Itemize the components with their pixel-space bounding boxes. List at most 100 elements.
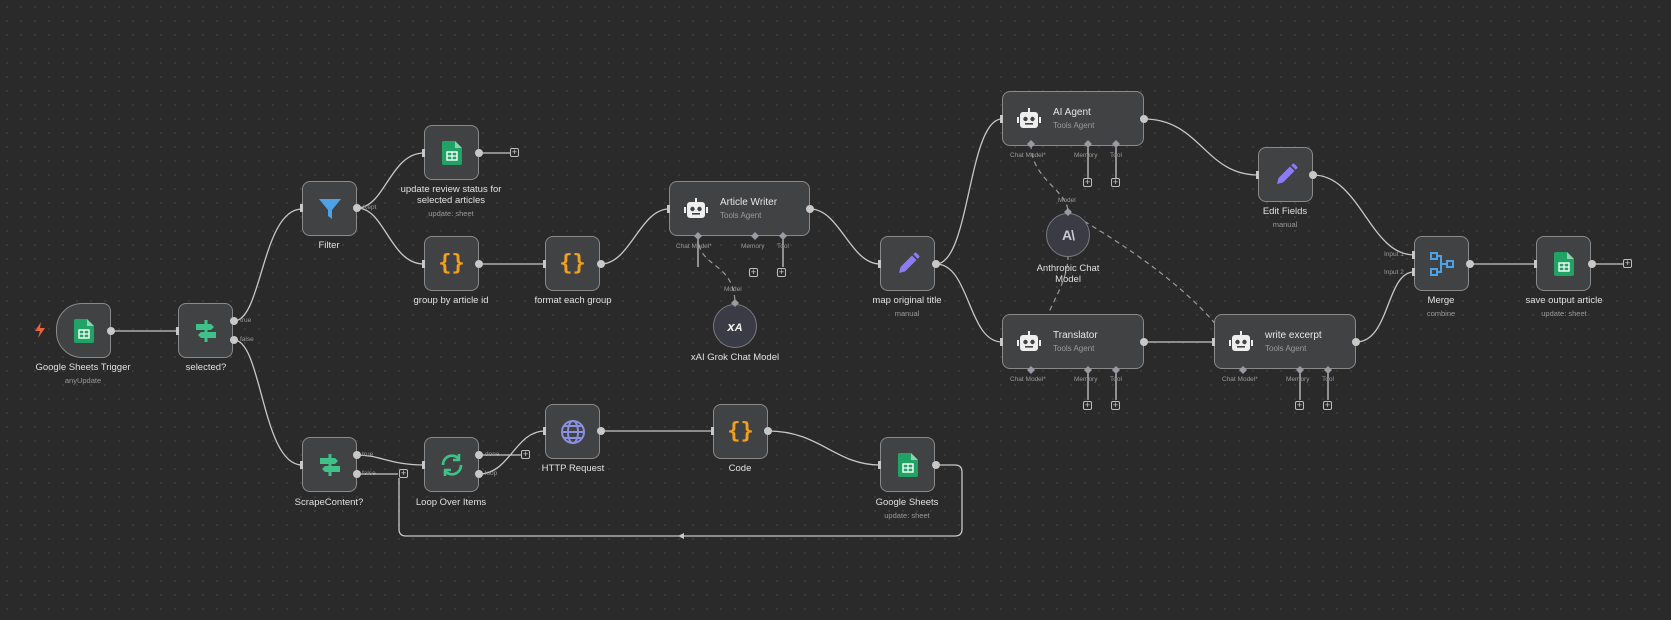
node-subtitle-map-original-title: manual — [894, 309, 920, 318]
node-label-selected: selected? — [185, 362, 227, 373]
robot-icon — [1229, 330, 1253, 351]
trigger-bolt-icon — [35, 322, 45, 338]
node-title-translator: Translator — [1053, 330, 1098, 341]
pencil-icon — [898, 252, 919, 273]
node-google-sheets-trigger[interactable] — [56, 303, 111, 358]
node-subtitle-edit-fields: manual — [1272, 220, 1298, 229]
add-memory-button[interactable] — [1083, 178, 1092, 187]
port-label-memory: Memory — [1074, 376, 1098, 383]
add-node-button[interactable] — [399, 469, 408, 478]
add-node-button[interactable] — [1623, 259, 1632, 268]
node-subtitle-translator: Tools Agent — [1053, 344, 1095, 353]
node-label-xai-grok: xAI Grok Chat Model — [690, 352, 780, 363]
node-label-merge: Merge — [1427, 295, 1455, 306]
node-label-group-by: group by article id — [413, 295, 489, 306]
node-subtitle-save-output: update: sheet — [1541, 309, 1587, 318]
node-title-write-excerpt: write excerpt — [1265, 330, 1322, 341]
code-icon: {} — [727, 419, 754, 444]
google-sheets-icon — [1553, 251, 1574, 276]
node-label-update-review-2: selected articles — [416, 195, 486, 206]
node-http-request[interactable] — [545, 404, 600, 459]
add-memory-button[interactable] — [749, 268, 758, 277]
node-map-original-title[interactable] — [880, 236, 935, 291]
node-label-save-output: save output article — [1525, 295, 1603, 306]
node-loop-over-items[interactable] — [424, 437, 479, 492]
loop-icon — [441, 453, 462, 476]
node-subtitle-merge: combine — [1426, 309, 1456, 318]
node-subtitle-article-writer: Tools Agent — [720, 211, 762, 220]
if-icon — [319, 453, 340, 476]
port-label-input1: Input 1 — [1384, 251, 1404, 258]
anthropic-icon: A\ — [1062, 227, 1075, 243]
port-label-chat-model: Chat Model* — [1010, 376, 1046, 383]
port-label-tool: Tool — [1110, 152, 1122, 159]
port-label-loop: loop — [485, 470, 498, 477]
node-update-review-status[interactable] — [424, 125, 479, 180]
node-subtitle-update-review: update: sheet — [428, 209, 474, 218]
add-tool-button[interactable] — [1111, 178, 1120, 187]
node-label-map-original-title: map original title — [872, 295, 942, 306]
port-label-kept: Kept — [363, 204, 377, 211]
node-subtitle-trigger: anyUpdate — [64, 376, 102, 385]
add-node-button[interactable] — [521, 450, 530, 459]
port-label-model: Model — [1058, 197, 1076, 204]
add-tool-button[interactable] — [1111, 401, 1120, 410]
node-selected[interactable] — [178, 303, 233, 358]
node-label-update-review-1: update review status for — [400, 184, 502, 195]
add-node-button[interactable] — [510, 148, 519, 157]
port-label-done: done — [485, 451, 500, 458]
node-anthropic-chat-model[interactable]: A\ — [1046, 213, 1090, 257]
port-label-memory: Memory — [1286, 376, 1310, 383]
node-scrape-content[interactable] — [302, 437, 357, 492]
node-group-by-article-id[interactable]: {} — [424, 236, 479, 291]
robot-icon — [1017, 330, 1041, 351]
port-label-tool: Tool — [1322, 376, 1334, 383]
add-memory-button[interactable] — [1295, 401, 1304, 410]
google-sheets-icon — [73, 318, 94, 343]
node-label-loop-over-items: Loop Over Items — [415, 497, 487, 508]
port-label-chat-model: Chat Model* — [1010, 152, 1046, 159]
port-label-tool: Tool — [1110, 376, 1122, 383]
filter-icon — [318, 198, 341, 219]
robot-icon — [1017, 107, 1041, 128]
node-subtitle-ai-agent: Tools Agent — [1053, 121, 1095, 130]
merge-icon — [1429, 251, 1454, 276]
port-label-false: false — [362, 470, 376, 477]
node-label-trigger: Google Sheets Trigger — [35, 362, 131, 373]
node-label-scrape-content: ScrapeContent? — [294, 497, 364, 508]
xai-icon: xA — [727, 318, 743, 334]
node-label-edit-fields: Edit Fields — [1262, 206, 1308, 217]
node-label-code: Code — [728, 463, 752, 474]
node-label-filter: Filter — [318, 240, 340, 251]
node-xai-grok-chat-model[interactable]: xA — [713, 304, 757, 348]
port-label-memory: Memory — [741, 243, 765, 250]
port-label-true: true — [240, 317, 252, 324]
node-label-anthropic-2: Model — [1055, 274, 1081, 285]
node-edit-fields[interactable] — [1258, 147, 1313, 202]
node-subtitle-write-excerpt: Tools Agent — [1265, 344, 1307, 353]
node-format-each-group[interactable]: {} — [545, 236, 600, 291]
node-title-ai-agent: AI Agent — [1053, 107, 1091, 118]
port-label-true: true — [362, 451, 374, 458]
node-title-article-writer: Article Writer — [720, 197, 778, 208]
node-subtitle-google-sheets: update: sheet — [884, 511, 930, 520]
pencil-icon — [1276, 163, 1297, 184]
google-sheets-icon — [897, 452, 918, 477]
add-tool-button[interactable] — [777, 268, 786, 277]
robot-icon — [684, 197, 708, 218]
port-label-model: Model — [724, 286, 742, 293]
code-icon: {} — [559, 251, 586, 276]
port-label-false: false — [240, 336, 254, 343]
add-memory-button[interactable] — [1083, 401, 1092, 410]
add-tool-button[interactable] — [1323, 401, 1332, 410]
node-label-anthropic-1: Anthropic Chat — [1036, 263, 1100, 274]
node-merge[interactable] — [1414, 236, 1469, 291]
port-label-chat-model: Chat Model* — [676, 243, 712, 250]
port-label-input2: Input 2 — [1384, 269, 1404, 276]
globe-icon — [560, 419, 585, 444]
google-sheets-icon — [441, 140, 462, 165]
code-icon: {} — [438, 251, 465, 276]
if-icon — [195, 319, 216, 342]
